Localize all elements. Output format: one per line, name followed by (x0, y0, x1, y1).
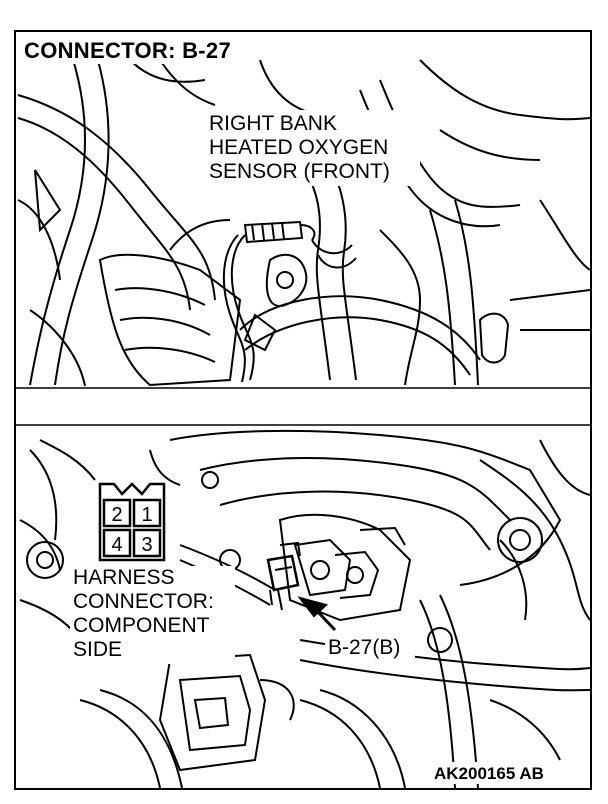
connector-pin-numbers: 2 1 4 3 (111, 504, 152, 556)
pin-box-2 (102, 498, 132, 528)
page-title: CONNECTOR: B-27 (24, 38, 232, 63)
pin-number: 2 (111, 504, 122, 526)
pin-number: 3 (141, 534, 152, 556)
connector-callout: B-27(B) (328, 636, 401, 659)
harness-label-line-1: HARNESS (73, 566, 175, 589)
pin-number: 1 (141, 504, 152, 526)
harness-label-line-2: CONNECTOR: (73, 590, 214, 613)
pin-box-3 (132, 528, 162, 558)
connector-pin-diagram (98, 482, 166, 562)
sensor-label-line-1: RIGHT BANK (209, 112, 337, 135)
figure-code: AK200165 AB (434, 764, 544, 783)
bottom-panel (16, 424, 591, 789)
top-panel (16, 49, 591, 389)
harness-label-line-4: SIDE (73, 638, 123, 661)
pin-box-4 (102, 528, 132, 558)
harness-label-line-3: COMPONENT (73, 614, 210, 637)
pin-number: 4 (111, 534, 122, 556)
sensor-label-line-2: HEATED OXYGEN (209, 136, 389, 159)
sensor-label-line-3: SENSOR (FRONT) (209, 160, 390, 183)
pin-box-1 (132, 498, 162, 528)
